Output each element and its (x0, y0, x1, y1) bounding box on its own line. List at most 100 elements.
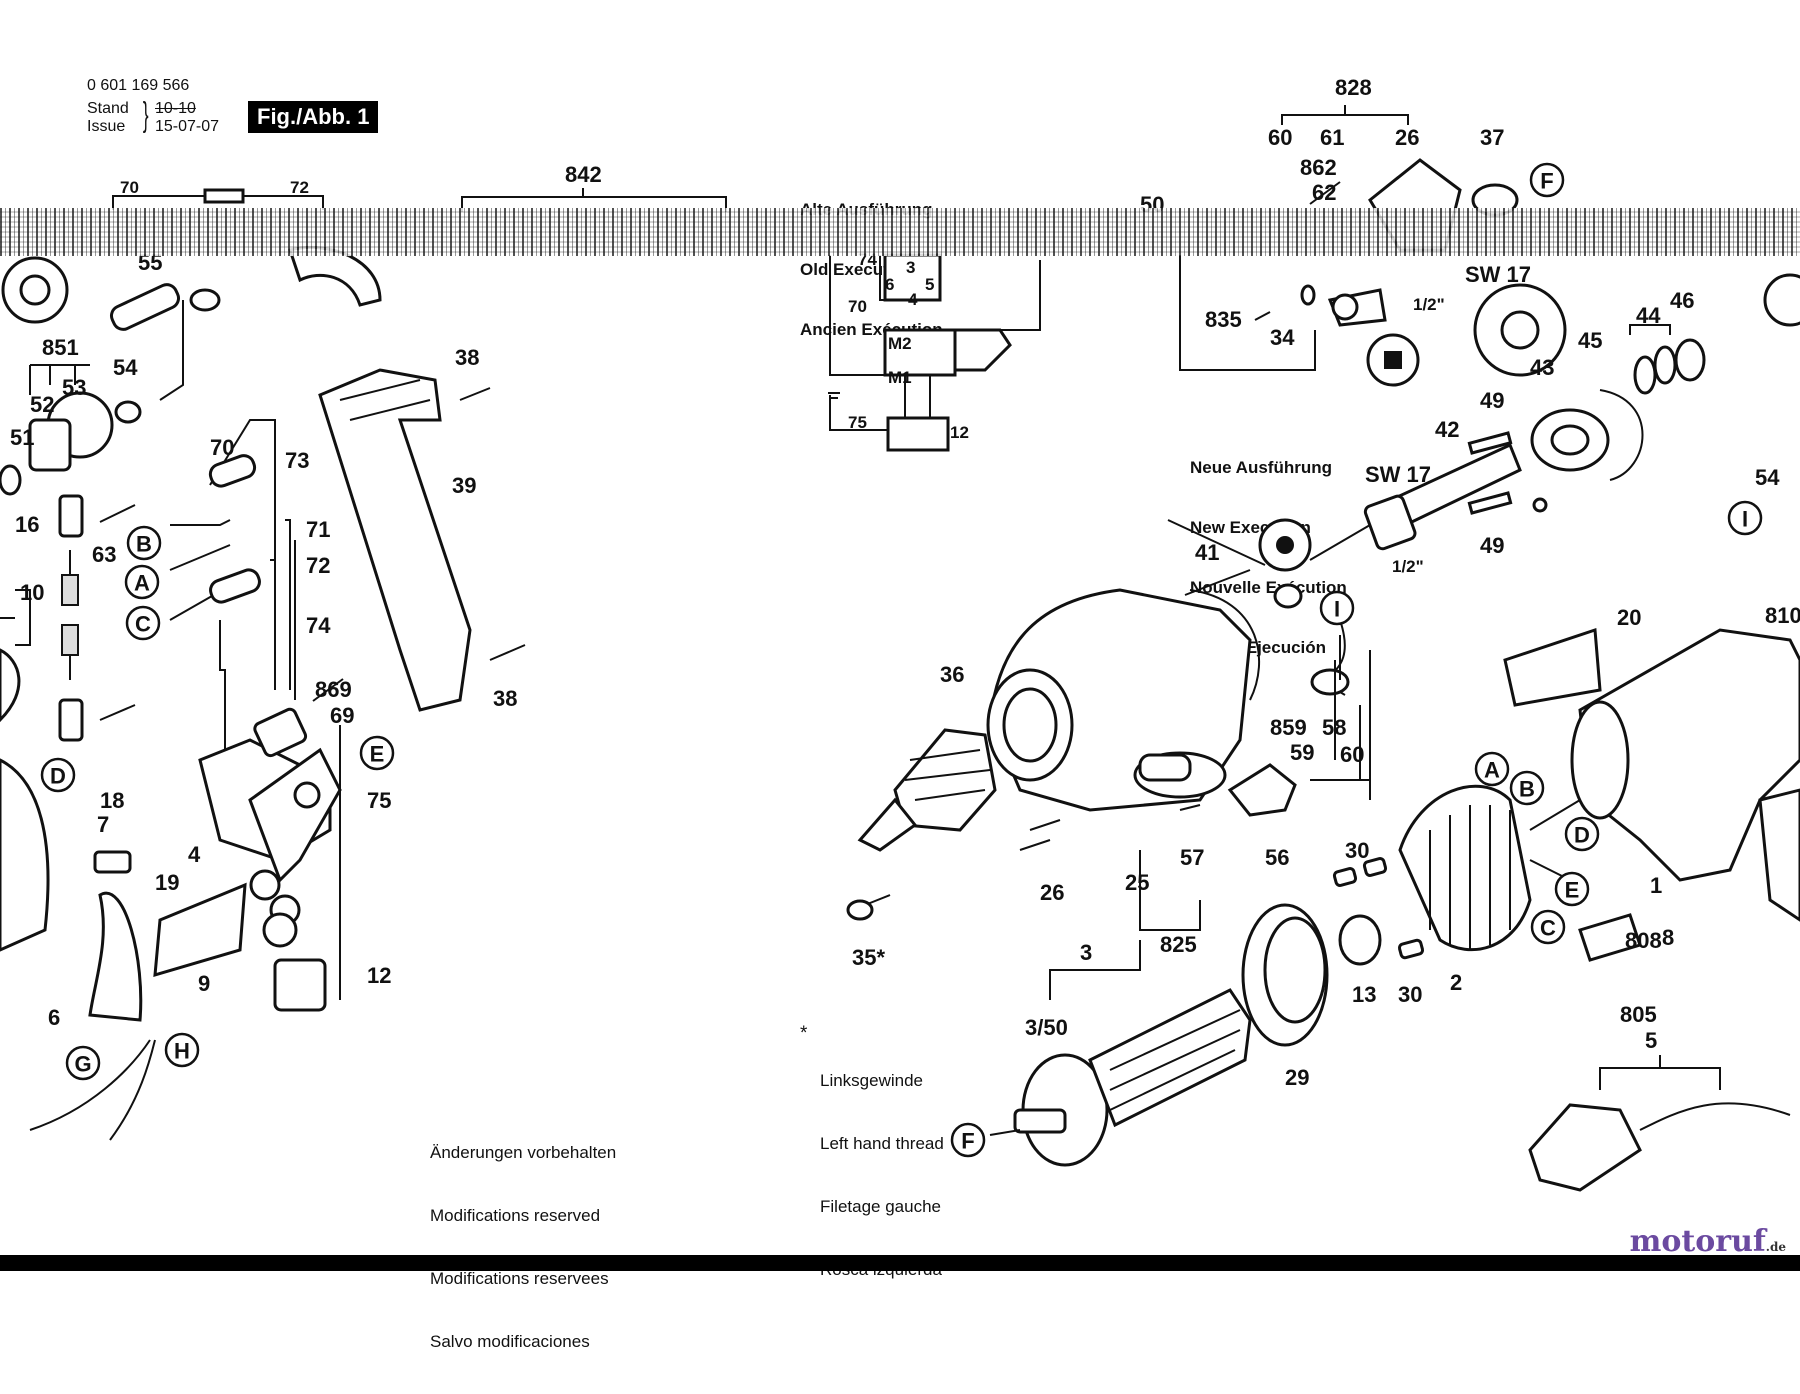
capacitor-part (253, 707, 308, 758)
pin-part (1397, 938, 1425, 960)
callout-c: C (125, 605, 161, 641)
exploded-parts-diagram: 0 601 169 566 Stand Issue 10-10 15-07-07… (0, 75, 1800, 1351)
bracket-3 (1049, 940, 1141, 1000)
issue-date: 15-07-07 (155, 118, 220, 135)
part-label: 12 (367, 963, 391, 988)
ring-part (1674, 338, 1706, 382)
part-label: 2 (1450, 970, 1462, 995)
modifications-line: Änderungen vorbehalten (430, 1143, 617, 1162)
part-label: 57 (1180, 845, 1204, 870)
ball-bearing-inner-part (1550, 424, 1590, 456)
clamp-part (93, 850, 132, 874)
part-label: 3/50 (1025, 1015, 1068, 1040)
callout-a: A (124, 564, 160, 600)
part-label: 1 (1650, 873, 1662, 898)
pin-part (1532, 497, 1548, 513)
housing-bore-part (1002, 687, 1058, 763)
baffle-inner-part (1263, 916, 1327, 1024)
callout-letter: C (1540, 916, 1556, 941)
left-thread-marker: * (800, 1023, 808, 1044)
spindle-tip-part (1331, 293, 1359, 321)
suppressor-part (273, 958, 327, 1012)
bushing-part (1273, 583, 1303, 609)
bushing-part (189, 288, 221, 312)
power-cord-part (1639, 1102, 1791, 1131)
part-label: M1 (888, 368, 912, 387)
part-label-layer: 7072842508286061268626237558515253515416… (10, 75, 1800, 1090)
switch-knob-part (293, 781, 321, 809)
callout-circle (126, 525, 162, 561)
callout-circle (1530, 909, 1566, 945)
part-label: 34 (1270, 325, 1295, 350)
part-label: 9 (198, 971, 210, 996)
callout-circle (1474, 751, 1510, 787)
screw-part (1029, 819, 1061, 831)
modifications-line: Modifications reservees (430, 1269, 609, 1288)
new-execution-line: Neue Ausführung (1190, 458, 1332, 477)
part-label: 49 (1480, 388, 1504, 413)
part-label: 808 (1625, 928, 1662, 953)
callout-a: A (1474, 751, 1510, 787)
part-label: 13 (1352, 982, 1376, 1007)
part-label: 835 (1205, 307, 1242, 332)
part-label: 825 (1160, 932, 1197, 957)
stand-label: Stand (87, 100, 129, 117)
part-label: 46 (1670, 288, 1694, 313)
part-label: 63 (92, 542, 116, 567)
part-label: SW 17 (1365, 462, 1431, 487)
callout-f: F (950, 1122, 986, 1158)
pin-part (1332, 867, 1358, 887)
callout-b: B (126, 525, 162, 561)
callout-letter: E (370, 742, 385, 767)
retaining-ring-part (1300, 284, 1316, 306)
wire-clip-part (209, 568, 261, 604)
part-label: 39 (452, 473, 476, 498)
old-date: 10-10 (155, 100, 196, 117)
chuck-knurl-part (904, 749, 991, 801)
power-plug-icon (1528, 1103, 1642, 1192)
callout-circle (1529, 162, 1565, 198)
shaft-tip-part (989, 1129, 1021, 1136)
leader-bracket (1310, 650, 1371, 800)
gasket-part (1189, 589, 1261, 701)
bracket-glyph: } (142, 96, 149, 134)
part-label: 5 (925, 275, 934, 294)
key-part (1467, 491, 1513, 515)
callout-i: I (1319, 590, 1355, 626)
armature-winding-part (1109, 1009, 1241, 1111)
brand-name: motoruf (1629, 1224, 1766, 1259)
leader-line (1309, 524, 1371, 561)
issue-label: Issue (87, 118, 126, 135)
part-label: 26 (1040, 880, 1064, 905)
modifications-line: Modifications reserved (430, 1206, 601, 1225)
part-label: 72 (306, 553, 330, 578)
callout-circle (1564, 816, 1600, 852)
part-label: 56 (1265, 845, 1289, 870)
callout-letter: H (174, 1039, 190, 1064)
label-part (1503, 627, 1602, 707)
cable-part (29, 1039, 156, 1141)
callout-circle (124, 564, 160, 600)
part-label: 42 (1435, 417, 1459, 442)
part-label: 52 (30, 392, 54, 417)
callout-d: D (1564, 816, 1600, 852)
callout-letter: E (1565, 878, 1580, 903)
callout-letter: I (1742, 507, 1748, 532)
callout-letter: G (74, 1052, 91, 1077)
callout-c: C (1530, 909, 1566, 945)
housing-half-part (288, 245, 382, 307)
selector-knob-part (1227, 763, 1297, 817)
part-label: 43 (1530, 355, 1554, 380)
part-label: 58 (1322, 715, 1346, 740)
part-label: 19 (155, 870, 179, 895)
callout-circle (125, 605, 161, 641)
handle-edge-part (0, 758, 50, 952)
part-label: 59 (1290, 740, 1314, 765)
callout-letter: D (50, 764, 66, 789)
wire-connector-part (203, 188, 245, 204)
selector-slot-part (1138, 753, 1192, 782)
key-part (1467, 431, 1513, 455)
part-label: 25 (1125, 870, 1149, 895)
part-number: 0 601 169 566 (87, 77, 190, 94)
figure-label: Fig./Abb. 1 (248, 101, 379, 133)
